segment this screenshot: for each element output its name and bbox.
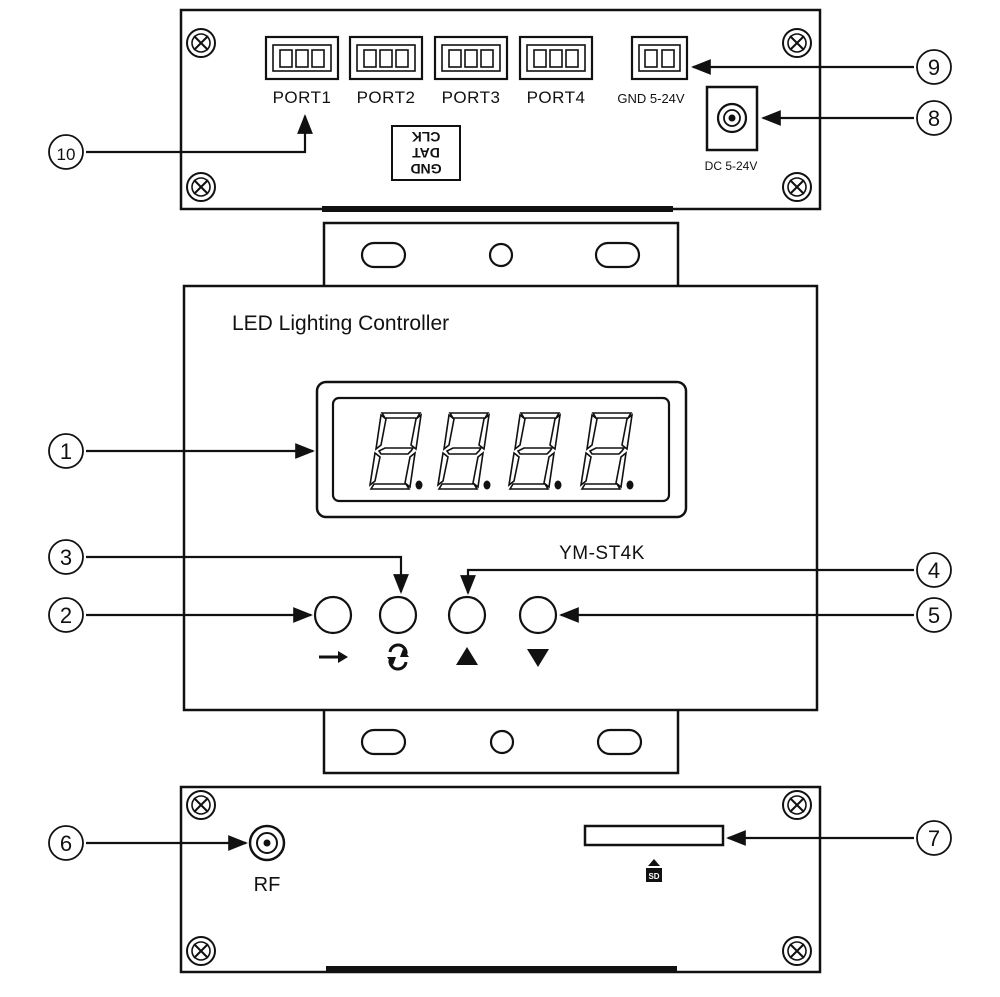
- arrow-right-icon: [319, 651, 348, 663]
- sd-label: SD: [648, 872, 659, 881]
- callouts: 10 9 8 1 3 2 4 5 6 7: [48, 49, 952, 861]
- port2-label: PORT2: [357, 88, 416, 107]
- rf-antenna-connector: [248, 824, 286, 862]
- rf-label: RF: [254, 874, 281, 896]
- port4-terminal: [518, 35, 594, 81]
- callout-10-number: 10: [57, 145, 76, 164]
- port4-label: PORT4: [527, 88, 586, 107]
- bottom-mounting-bracket: [322, 706, 680, 775]
- front-panel: LED Lighting Controller YM-ST4K: [182, 284, 819, 712]
- screw-icon: [186, 28, 216, 58]
- callout-6-number: 6: [60, 831, 72, 856]
- pin-legend-clk: CLK: [412, 129, 441, 145]
- controller-title: LED Lighting Controller: [232, 312, 449, 335]
- callout-8-number: 8: [928, 106, 940, 131]
- callout-7: [916, 820, 952, 856]
- down-button[interactable]: [518, 595, 558, 635]
- triangle-down-icon: [527, 649, 549, 667]
- callout-9-number: 9: [928, 55, 940, 80]
- callout-5: [916, 597, 952, 633]
- callout-10-leader: [86, 114, 313, 154]
- top-mounting-bracket: [322, 221, 680, 292]
- screw-icon: [782, 936, 812, 966]
- power-terminal: [630, 35, 689, 81]
- port1-terminal: [264, 35, 340, 81]
- callout-1-number: 1: [60, 439, 72, 464]
- bottom-panel: RF SD: [179, 785, 822, 974]
- callout-10: [48, 134, 84, 170]
- callout-6: [48, 825, 84, 861]
- callout-1: [48, 433, 84, 469]
- callout-4-number: 4: [928, 558, 940, 583]
- sd-card-slot: [583, 824, 725, 847]
- enter-button[interactable]: [313, 595, 353, 635]
- callout-3-leader: [86, 555, 409, 594]
- callout-7-number: 7: [928, 826, 940, 851]
- callout-3: [48, 539, 84, 575]
- screw-icon: [186, 172, 216, 202]
- pin-legend-dat: DAT: [412, 145, 440, 161]
- callout-3-number: 3: [60, 545, 72, 570]
- screw-icon: [782, 28, 812, 58]
- bottom-panel-frame: [179, 785, 822, 974]
- led-display: [315, 380, 688, 519]
- screw-icon: [782, 172, 812, 202]
- pin-legend-box: [391, 125, 461, 181]
- sd-card-icon: SD: [646, 859, 662, 882]
- triangle-up-icon: [456, 647, 478, 665]
- screw-icon: [782, 790, 812, 820]
- up-button[interactable]: [447, 595, 487, 635]
- callout-9: [916, 49, 952, 85]
- power-terminal-label: GND 5-24V: [617, 91, 685, 106]
- dc-jack-label: DC 5-24V: [705, 159, 758, 173]
- screw-icon: [186, 790, 216, 820]
- mode-button[interactable]: [378, 595, 418, 635]
- top-panel: PORT1 PORT2 PORT3 PORT4 GND 5-24V DC 5-2…: [179, 8, 822, 212]
- pin-legend: GND DAT CLK: [410, 129, 441, 177]
- callout-2-number: 2: [60, 603, 72, 628]
- callout-5-number: 5: [928, 603, 940, 628]
- refresh-icon: [387, 643, 409, 671]
- callout-4: [916, 552, 952, 588]
- callout-4-leader: [460, 568, 914, 595]
- model-label: YM-ST4K: [559, 543, 645, 564]
- dc-jack: [705, 85, 759, 152]
- port1-label: PORT1: [273, 88, 332, 107]
- pin-legend-gnd: GND: [410, 161, 441, 177]
- screw-icon: [186, 936, 216, 966]
- callout-2: [48, 597, 84, 633]
- callout-8: [916, 100, 952, 136]
- port3-terminal: [433, 35, 509, 81]
- port2-terminal: [348, 35, 424, 81]
- port3-label: PORT3: [442, 88, 501, 107]
